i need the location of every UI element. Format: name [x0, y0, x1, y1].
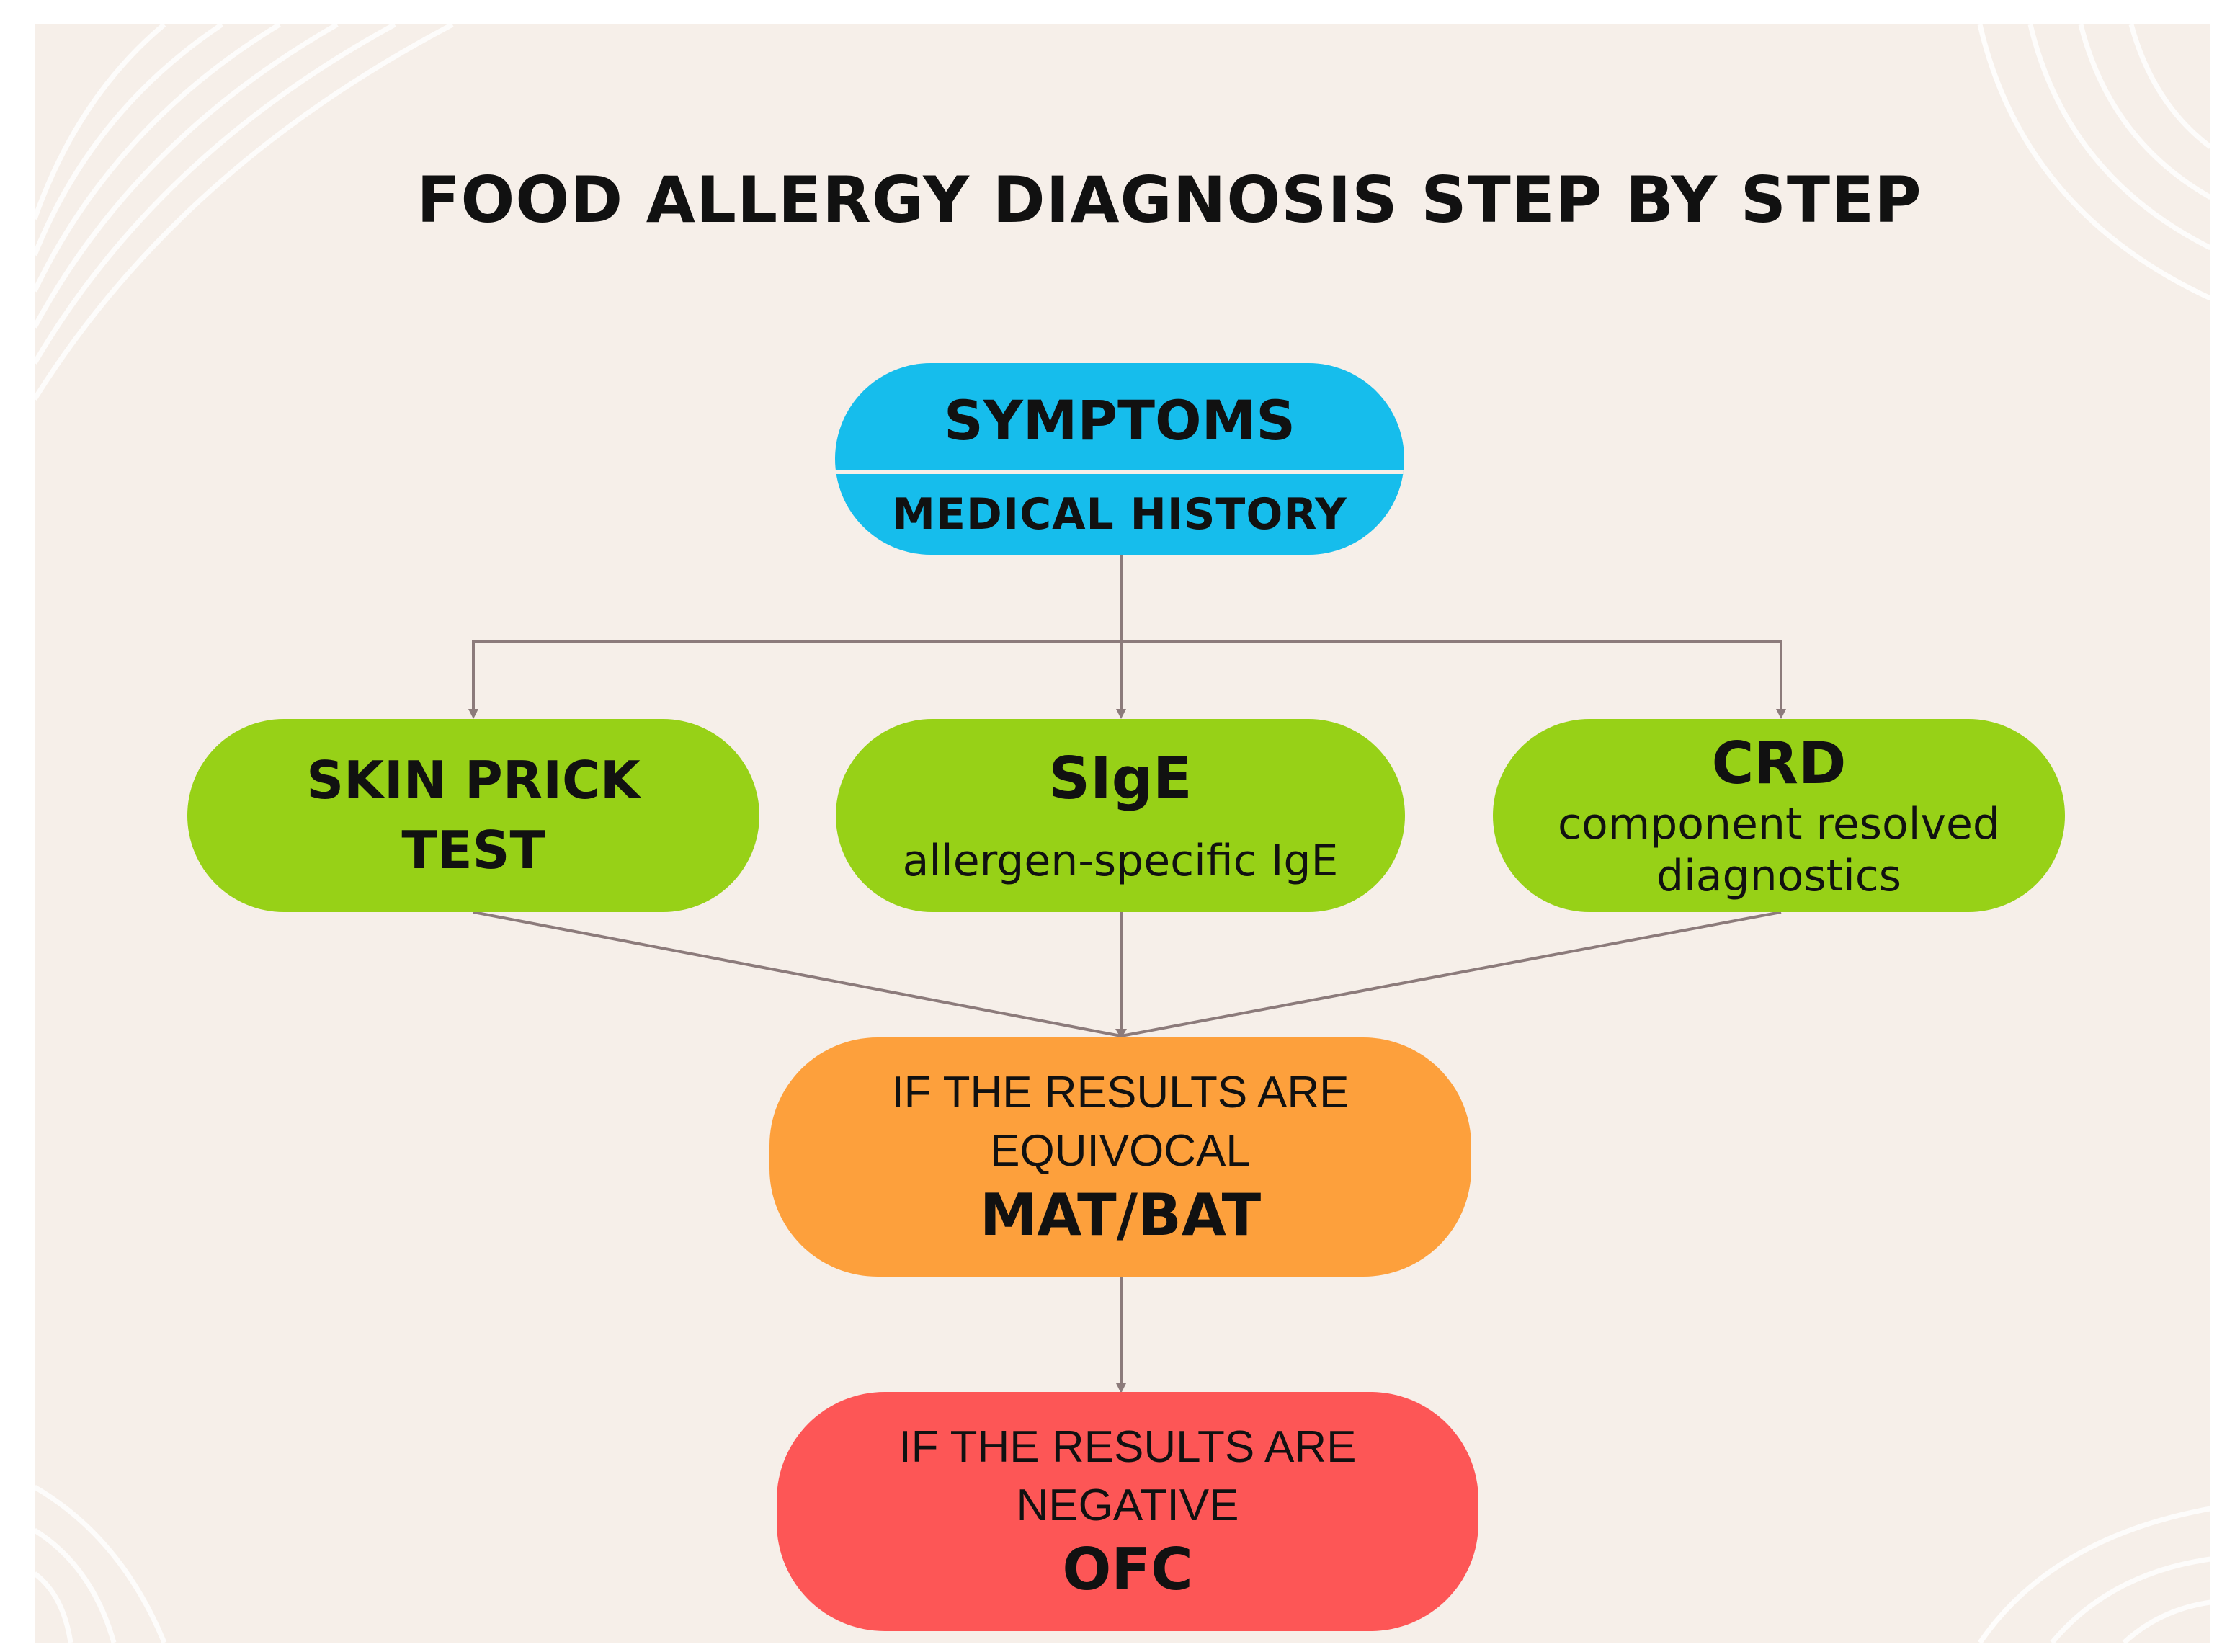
node-skin-prick-line1: SKIN PRICK [306, 749, 641, 811]
node-crd: CRD component resolved diagnostics [1493, 719, 2065, 912]
diagram-title: FOOD ALLERGY DIAGNOSIS STEP BY STEP [416, 163, 1922, 237]
node-crd-subtitle-line2: diagnostics [1656, 851, 1902, 901]
node-crd-subtitle-line1: component resolved [1558, 799, 2000, 849]
arrowhead-mat [1115, 1029, 1127, 1039]
node-mat-bat-line1: IF THE RESULTS ARE [891, 1068, 1349, 1118]
node-symptoms: SYMPTOMS MEDICAL HISTORY [835, 363, 1404, 555]
connector-lines [468, 555, 1786, 1393]
arrowhead-left [468, 709, 478, 719]
arrowhead-right [1776, 709, 1786, 719]
node-sige: SIgE allergen-specific IgE [836, 719, 1405, 912]
node-skin-prick-test: SKIN PRICK TEST [187, 719, 759, 912]
arrowhead-center [1116, 709, 1126, 719]
node-symptoms-subtitle: MEDICAL HISTORY [892, 489, 1347, 540]
background-decoration [35, 24, 2210, 1643]
node-crd-title: CRD [1711, 730, 1847, 797]
node-mat-bat: IF THE RESULTS ARE EQUIVOCAL MAT/BAT [769, 1037, 1471, 1277]
node-ofc: IF THE RESULTS ARE NEGATIVE OFC [777, 1392, 1478, 1631]
node-ofc-line1: IF THE RESULTS ARE [898, 1422, 1357, 1473]
diagram-canvas: FOOD ALLERGY DIAGNOSIS STEP BY STEP SYMP… [35, 24, 2210, 1643]
node-symptoms-divider [835, 470, 1404, 474]
node-ofc-title: OFC [1062, 1535, 1193, 1603]
connector-crd-to-mat [1120, 911, 1782, 1037]
node-mat-bat-line2: EQUIVOCAL [990, 1126, 1251, 1176]
node-sige-title: SIgE [1048, 745, 1192, 812]
connector-spt-to-mat [473, 911, 1122, 1037]
node-mat-bat-title: MAT/BAT [979, 1181, 1262, 1249]
node-ofc-line2: NEGATIVE [1016, 1481, 1239, 1530]
node-skin-prick-line2: TEST [401, 820, 545, 880]
arrowhead-ofc [1116, 1383, 1126, 1393]
node-sige-subtitle: allergen-specific IgE [902, 836, 1339, 886]
node-symptoms-title: SYMPTOMS [944, 388, 1295, 452]
connector-branch-left [472, 640, 1121, 715]
connector-branch-right [1121, 640, 1782, 715]
